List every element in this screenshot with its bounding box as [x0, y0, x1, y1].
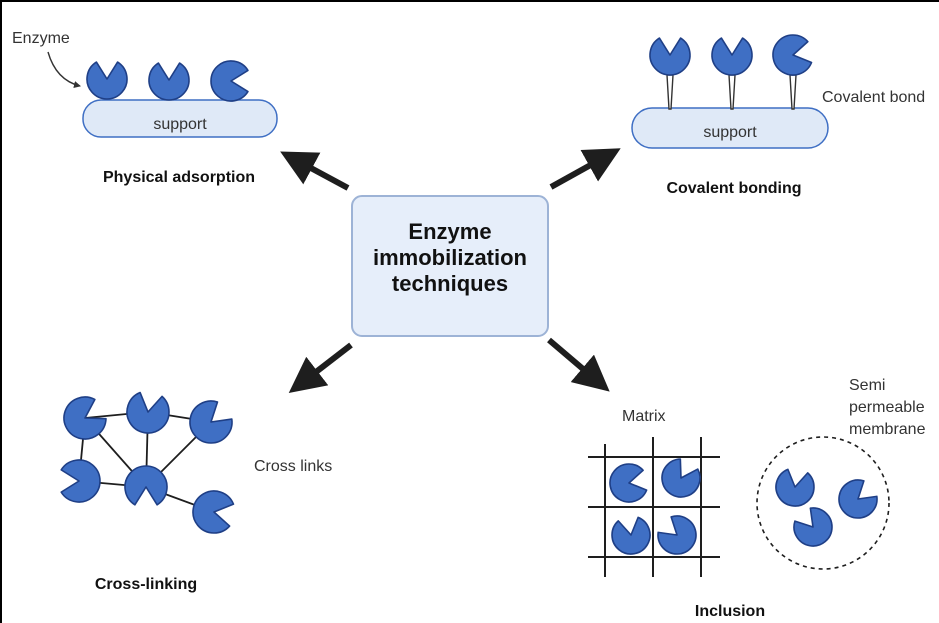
enzyme-shape	[657, 515, 697, 555]
enzyme-shape	[772, 34, 813, 76]
enzyme-shape	[63, 396, 107, 440]
enzyme-icon	[611, 516, 651, 555]
enzyme-shape	[649, 37, 691, 76]
enzyme-shape	[793, 507, 833, 547]
enzyme-pointer-arrow	[47, 51, 81, 88]
enzyme-shape	[210, 60, 249, 102]
arrow-to-inclusion	[547, 337, 610, 392]
enzyme-icon	[192, 490, 235, 534]
membrane-label-line-1: Semi	[849, 377, 885, 394]
enzyme-icon	[838, 479, 878, 519]
covalent-linker	[789, 74, 797, 110]
enzyme-shape	[192, 490, 235, 534]
enzyme-icon	[711, 37, 753, 76]
enzyme-icon	[772, 34, 813, 76]
covalent-linker	[728, 74, 736, 110]
cross-linking-title: Cross-linking	[95, 576, 197, 593]
enzyme-icon	[60, 459, 101, 503]
enzyme-shape	[609, 463, 648, 503]
support-bar-covalent	[631, 107, 829, 149]
arrow-to-cross-linking	[288, 342, 353, 393]
enzyme-shape	[611, 516, 651, 555]
enzyme-label: Enzyme	[12, 30, 70, 47]
inclusion-panel: Matrix Semi permeable membrane Inclusion	[588, 377, 926, 620]
center-title-line-1: Enzyme	[408, 219, 491, 244]
support-label-physical: support	[153, 116, 207, 133]
center-title-line-3: techniques	[392, 271, 508, 296]
arrow-to-physical-adsorption	[280, 151, 350, 191]
arrow-to-covalent-bonding	[549, 148, 621, 190]
enzyme-icon	[63, 396, 107, 440]
cross-links-label: Cross links	[254, 458, 332, 475]
enzyme-icon	[126, 391, 170, 434]
support-label-covalent: support	[703, 124, 757, 141]
covalent-bond-label: Covalent bond	[822, 89, 925, 106]
enzyme-shape	[148, 62, 190, 101]
center-box: Enzyme immobilization techniques	[351, 195, 549, 337]
enzyme-icon	[86, 61, 128, 100]
support-bar-physical	[82, 99, 278, 138]
covalent-bonding-title: Covalent bonding	[666, 180, 801, 197]
enzyme-shape	[711, 37, 753, 76]
enzyme-icon	[775, 468, 815, 507]
enzyme-icon	[210, 60, 249, 102]
enzyme-icon	[793, 507, 833, 547]
covalent-linker	[666, 74, 674, 110]
physical-adsorption-panel: Enzyme support Physical adsorption	[12, 30, 278, 186]
enzyme-icon	[124, 465, 168, 506]
enzyme-shape	[126, 391, 170, 434]
enzyme-icon	[148, 62, 190, 101]
enzyme-shape	[86, 61, 128, 100]
enzyme-icon	[189, 400, 233, 444]
enzyme-shape	[775, 468, 815, 507]
enzyme-shape	[838, 479, 878, 519]
physical-adsorption-title: Physical adsorption	[103, 169, 255, 186]
membrane-label-line-3: membrane	[849, 421, 926, 438]
enzyme-icon	[657, 515, 697, 555]
enzyme-shape	[189, 400, 233, 444]
cross-linking-panel: Cross links Cross-linking	[60, 391, 332, 593]
matrix-grid	[588, 437, 720, 577]
enzyme-icon	[609, 463, 648, 503]
semi-permeable-membrane	[756, 436, 890, 570]
center-box-rect	[351, 195, 549, 337]
enzyme-shape	[124, 465, 168, 506]
inclusion-title: Inclusion	[695, 603, 765, 620]
enzyme-icon	[661, 458, 701, 498]
matrix-label: Matrix	[622, 408, 666, 425]
enzyme-shape	[60, 459, 101, 503]
covalent-bonding-panel: support Covalent bond Covalent bonding	[631, 34, 925, 197]
center-title-line-2: immobilization	[373, 245, 527, 270]
membrane-label-line-2: permeable	[849, 399, 925, 416]
enzyme-shape	[661, 458, 701, 498]
enzyme-icon	[649, 37, 691, 76]
